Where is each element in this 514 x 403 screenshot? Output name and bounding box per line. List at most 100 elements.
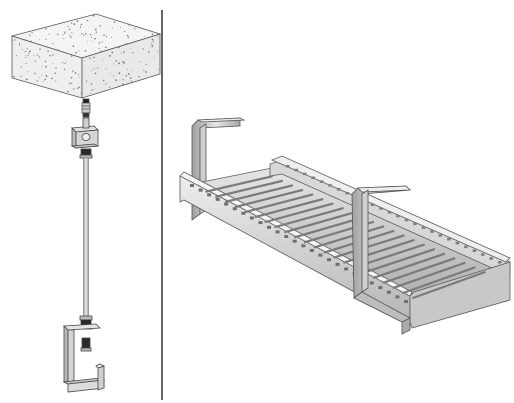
concrete-speckle [11, 54, 13, 56]
concrete-speckle [128, 25, 130, 26]
concrete-speckle [120, 27, 121, 28]
concrete-speckle [157, 50, 159, 52]
threaded-rod [83, 157, 89, 317]
concrete-speckle [151, 45, 154, 47]
concrete-speckle [86, 80, 88, 82]
concrete-speckle [60, 22, 62, 25]
side-hole [498, 261, 502, 264]
concrete-speckle [151, 33, 154, 35]
side-hole [404, 218, 409, 222]
concrete-speckle [101, 41, 103, 43]
concrete-speckle [90, 36, 93, 38]
concrete-speckle [90, 70, 92, 72]
concrete-speckle [84, 60, 86, 62]
side-hole [224, 202, 229, 206]
side-hole [447, 238, 451, 241]
concrete-speckle [89, 34, 92, 36]
concrete-speckle [24, 51, 27, 53]
concrete-speckle [117, 46, 120, 49]
concrete-speckle [21, 48, 23, 50]
concrete-speckle [20, 66, 22, 68]
concrete-speckle [85, 32, 87, 35]
concrete-speckle [125, 42, 127, 45]
side-hole [489, 257, 493, 260]
tray-slot [382, 257, 456, 284]
concrete-speckle [122, 79, 124, 81]
concrete-speckle [143, 69, 145, 71]
side-hole [455, 241, 460, 245]
tray-slot [402, 266, 476, 294]
concrete-speckle [123, 30, 126, 33]
concrete-speckle [39, 39, 41, 40]
concrete-speckle [147, 50, 150, 53]
side-hole [275, 230, 280, 234]
concrete-speckle [13, 75, 15, 78]
concrete-speckle [103, 34, 105, 37]
concrete-speckle [70, 37, 72, 39]
concrete-speckle [71, 22, 73, 24]
tray-slot [313, 225, 385, 249]
concrete-speckle [68, 34, 70, 36]
concrete-speckle [158, 68, 160, 70]
tray-slot [333, 234, 405, 259]
concrete-speckle [47, 50, 49, 52]
concrete-speckle [111, 27, 113, 29]
concrete-speckle [89, 92, 91, 94]
concrete-speckle [62, 62, 64, 64]
left-panel [10, 13, 162, 393]
concrete-speckle [127, 73, 130, 75]
side-hole [207, 193, 212, 197]
concrete-speckle [63, 38, 65, 40]
tray-slot [244, 193, 314, 213]
side-hole [378, 286, 383, 290]
concrete-speckle [106, 35, 108, 38]
side-hole [413, 222, 417, 226]
concrete-speckle [110, 72, 111, 74]
side-hole [284, 235, 289, 238]
concrete-speckle [112, 75, 115, 77]
concrete-speckle [52, 54, 54, 56]
side-hole [386, 290, 391, 294]
concrete-speckle [33, 55, 34, 56]
concrete-speckle [34, 72, 36, 75]
concrete-speckle [71, 32, 73, 34]
concrete-speckle [126, 34, 129, 37]
concrete-speckle [86, 19, 89, 22]
concrete-speckle [73, 23, 76, 25]
concrete-speckle [127, 36, 130, 39]
tray-slot [362, 248, 436, 274]
concrete-speckle [98, 42, 101, 44]
side-hole [327, 258, 331, 262]
concrete-speckle [73, 88, 75, 90]
side-hole [249, 216, 254, 220]
concrete-speckle [157, 35, 159, 37]
tray-slot [274, 207, 344, 229]
tray-slot [264, 202, 334, 224]
concrete-speckle [129, 77, 132, 79]
concrete-speckle [91, 89, 93, 91]
concrete-speckle [130, 48, 132, 50]
concrete-speckle [30, 40, 32, 42]
side-hole [379, 207, 383, 210]
concrete-speckle [27, 55, 29, 57]
concrete-speckle [25, 78, 28, 81]
concrete-speckle [94, 28, 97, 31]
side-hole [215, 197, 220, 201]
concrete-speckle [93, 56, 95, 59]
side-hole [292, 239, 297, 243]
concrete-speckle [76, 20, 79, 23]
concrete-speckle [12, 65, 13, 67]
hanger-bracket-right [351, 185, 411, 335]
tray-side-perforations [190, 165, 502, 303]
side-hole [421, 226, 426, 229]
tray-slot [284, 211, 354, 234]
concrete-speckle [118, 72, 121, 75]
concrete-speckle [39, 48, 41, 50]
concrete-speckle [152, 40, 155, 42]
concrete-speckle [100, 50, 102, 52]
concrete-speckle [108, 86, 110, 88]
tray-slot [293, 216, 365, 239]
concrete-speckle [38, 56, 41, 58]
concrete-speckle [138, 76, 141, 78]
concrete-speckle [70, 76, 73, 79]
